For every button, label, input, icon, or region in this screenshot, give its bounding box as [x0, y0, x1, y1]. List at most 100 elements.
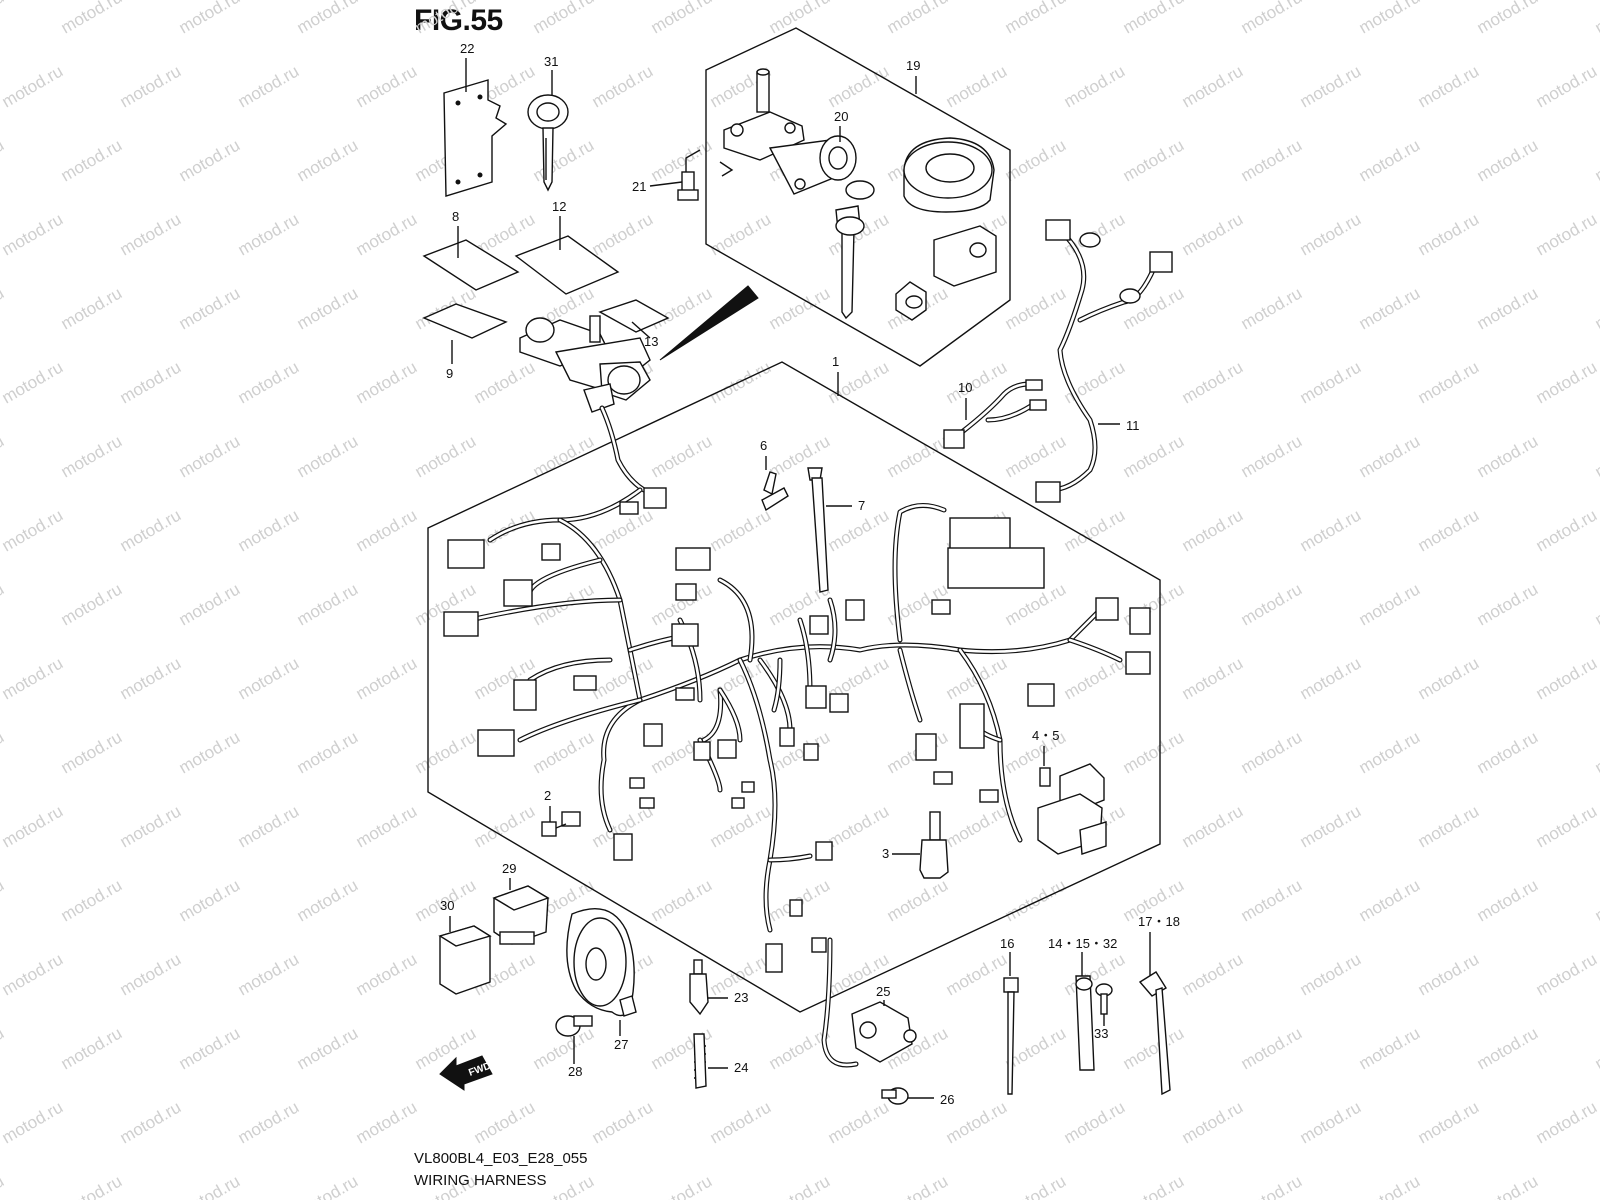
watermark-text: motod.ru — [117, 61, 185, 111]
callout-c23: 23 — [734, 990, 748, 1005]
watermark-text: motod.ru — [1238, 0, 1306, 37]
watermark-text: motod.ru — [294, 727, 362, 777]
watermark-text: motod.ru — [294, 135, 362, 185]
watermark-text: motod.ru — [648, 875, 716, 925]
lock-set-box-19 — [705, 27, 1011, 367]
part-ignition-switch — [519, 315, 651, 413]
watermark-text: motod.ru — [707, 209, 775, 259]
sub-harness-10-11 — [943, 219, 1173, 503]
watermark-text: motod.ru — [1533, 357, 1600, 407]
callout-c7: 7 — [858, 498, 865, 513]
watermark-text: motod.ru — [1356, 579, 1424, 629]
watermark-text: motod.ru — [412, 0, 480, 37]
watermark-text: motod.ru — [58, 1023, 126, 1073]
watermark-text: motod.ru — [235, 61, 303, 111]
watermark-text: motod.ru — [0, 283, 7, 333]
part-bolt-28 — [555, 1015, 593, 1037]
part-bolt-26 — [881, 1087, 909, 1105]
watermark-text: motod.ru — [58, 0, 126, 37]
leader-lines — [449, 58, 1151, 1099]
watermark-text: motod.ru — [1592, 875, 1600, 925]
watermark-text: motod.ru — [1120, 431, 1188, 481]
watermark-text: motod.ru — [530, 431, 598, 481]
callout-c24: 24 — [734, 1060, 748, 1075]
watermark-text: motod.ru — [235, 1097, 303, 1147]
watermark-text: motod.ru — [1533, 949, 1600, 999]
watermark-text: motod.ru — [1061, 61, 1129, 111]
watermark-text: motod.ru — [1061, 505, 1129, 555]
leader-line-21 — [649, 181, 683, 187]
watermark-text: motod.ru — [58, 283, 126, 333]
watermark-text: motod.ru — [1002, 431, 1070, 481]
harness-box-1 — [427, 361, 1161, 1013]
watermark-text: motod.ru — [1238, 1023, 1306, 1073]
watermark-text: motod.ru — [353, 801, 421, 851]
watermark-text: motod.ru — [294, 1171, 362, 1200]
part-band-14-15-32 — [1075, 975, 1095, 1071]
watermark-text: motod.ru — [1592, 1023, 1600, 1073]
watermark-text: motod.ru — [235, 653, 303, 703]
watermark-text: motod.ru — [58, 1171, 126, 1200]
watermark-text: motod.ru — [884, 431, 952, 481]
watermark-text: motod.ru — [1238, 875, 1306, 925]
callout-c30: 30 — [440, 898, 454, 913]
watermark-text: motod.ru — [825, 801, 893, 851]
watermark-text: motod.ru — [176, 1171, 244, 1200]
watermark-text: motod.ru — [648, 0, 716, 37]
watermark-text: motod.ru — [353, 209, 421, 259]
watermark-text: motod.ru — [0, 801, 66, 851]
watermark-text: motod.ru — [707, 1097, 775, 1147]
callout-c141532: 14・15・32 — [1048, 936, 1117, 951]
watermark-text: motod.ru — [1592, 727, 1600, 777]
part-horn-27 — [566, 907, 637, 1017]
callout-c27: 27 — [614, 1037, 628, 1052]
watermark-text: motod.ru — [0, 505, 66, 555]
watermark-text: motod.ru — [1356, 135, 1424, 185]
watermark-text: motod.ru — [1474, 875, 1542, 925]
watermark-text: motod.ru — [1474, 579, 1542, 629]
part-clamp-6 — [761, 471, 789, 512]
watermark-text: motod.ru — [176, 135, 244, 185]
callout-c12: 12 — [552, 199, 566, 214]
watermark-text: motod.ru — [1533, 653, 1600, 703]
watermark-text: motod.ru — [1415, 653, 1483, 703]
watermark-text: motod.ru — [1415, 949, 1483, 999]
watermark-text: motod.ru — [235, 801, 303, 851]
watermark-text: motod.ru — [943, 949, 1011, 999]
watermark-text: motod.ru — [1179, 1097, 1247, 1147]
watermark-text: motod.ru — [1297, 801, 1365, 851]
watermark-text: motod.ru — [943, 801, 1011, 851]
indicator-arrow — [659, 285, 759, 361]
watermark-text: motod.ru — [1356, 727, 1424, 777]
watermark-text: motod.ru — [353, 653, 421, 703]
callout-c10: 10 — [958, 380, 972, 395]
watermark-text: motod.ru — [0, 653, 66, 703]
watermark-text: motod.ru — [1061, 1097, 1129, 1147]
watermark-text: motod.ru — [0, 949, 66, 999]
watermark-text: motod.ru — [707, 801, 775, 851]
part-key-31 — [527, 94, 569, 192]
watermark-text: motod.ru — [1238, 727, 1306, 777]
watermark-text: motod.ru — [1415, 209, 1483, 259]
watermark-text: motod.ru — [1297, 949, 1365, 999]
watermark-text: motod.ru — [1120, 135, 1188, 185]
watermark-text: motod.ru — [1061, 949, 1129, 999]
watermark-text: motod.ru — [589, 209, 657, 259]
watermark-text: motod.ru — [1179, 61, 1247, 111]
watermark-text: motod.ru — [353, 949, 421, 999]
watermark-text: motod.ru — [1120, 0, 1188, 37]
watermark-text: motod.ru — [1415, 1097, 1483, 1147]
watermark-text: motod.ru — [1297, 209, 1365, 259]
watermark-text: motod.ru — [1474, 135, 1542, 185]
watermark-text: motod.ru — [1415, 801, 1483, 851]
watermark-text: motod.ru — [707, 505, 775, 555]
watermark-text: motod.ru — [707, 357, 775, 407]
watermark-text: motod.ru — [1592, 283, 1600, 333]
watermark-text: motod.ru — [471, 357, 539, 407]
callout-c19: 19 — [906, 58, 920, 73]
watermark-text: motod.ru — [1238, 579, 1306, 629]
callout-c2: 2 — [544, 788, 551, 803]
watermark-text: motod.ru — [1592, 1171, 1600, 1200]
callout-c29: 29 — [502, 861, 516, 876]
watermark-text: motod.ru — [884, 1171, 952, 1200]
